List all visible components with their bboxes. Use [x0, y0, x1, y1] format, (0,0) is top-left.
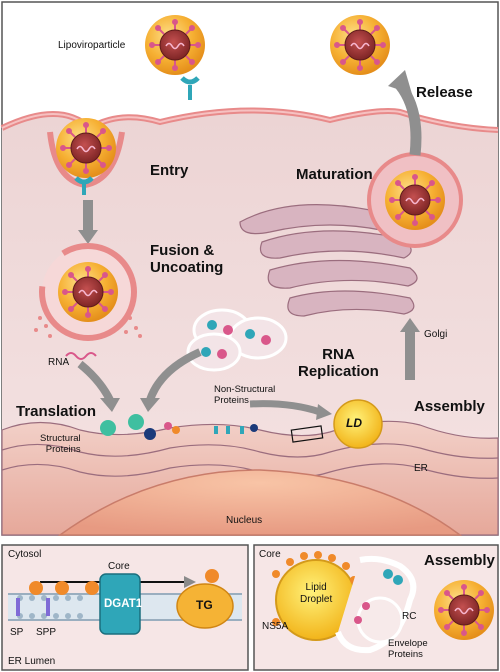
label-non-structural-proteins: Non-Structural Proteins: [214, 384, 276, 406]
lipoviroparticle-virion: [144, 14, 206, 76]
bottom-right-panel: [253, 544, 499, 671]
uncoating-virion: [57, 261, 119, 323]
label-er-lumen: ER Lumen: [8, 656, 56, 667]
label-lipid-droplet: Lipid Droplet: [300, 582, 333, 605]
label-structural-proteins: Structural Proteins: [40, 433, 81, 455]
label-fusion-uncoating: Fusion & Uncoating: [150, 242, 224, 276]
label-cytosol: Cytosol: [8, 549, 42, 560]
entry-receptor: [74, 176, 94, 195]
label-golgi: Golgi: [424, 329, 448, 340]
rc-proteins: [354, 569, 403, 624]
label-er: ER: [414, 463, 428, 474]
label-envelope-proteins: Envelope Proteins: [388, 638, 428, 660]
replication-complexes: [186, 308, 288, 372]
arrow-rna-translation: [77, 360, 114, 402]
nucleus: [57, 469, 463, 536]
arrow-replication-translation: [146, 348, 202, 402]
core-protein: [29, 581, 43, 595]
spp-marker: [46, 598, 50, 616]
label-dgat1: DGAT1: [104, 598, 143, 610]
released-dots: [34, 316, 142, 338]
label-lipoviroparticle: Lipoviroparticle: [58, 40, 126, 51]
label-rc: RC: [402, 611, 417, 622]
label-core-br: Core: [259, 549, 281, 560]
label-maturation: Maturation: [296, 166, 373, 183]
tg-droplet: [176, 583, 234, 629]
label-rna-replication: RNA Replication: [298, 346, 379, 380]
label-entry: Entry: [150, 162, 189, 179]
ribosomes: [100, 414, 258, 440]
maturation-virion: [384, 169, 446, 231]
label-ns5a: NS5A: [262, 621, 289, 632]
assembled-virion: [433, 579, 495, 641]
label-rna: RNA: [48, 357, 70, 368]
label-spp: SPP: [36, 627, 57, 638]
entry-virion: [55, 117, 117, 179]
lipid-droplet: [333, 399, 383, 449]
label-ld: LD: [346, 416, 362, 430]
label-release: Release: [416, 84, 473, 101]
label-nucleus: Nucleus: [226, 515, 263, 526]
top-panel: [0, 1, 499, 536]
receptor: [180, 76, 200, 100]
label-tg: TG: [196, 598, 213, 612]
bottom-left-panel: [1, 544, 249, 671]
label-assembly-inset: Assembly: [424, 552, 495, 569]
arrow-nsp: [249, 400, 322, 416]
rna-strand: [65, 352, 97, 360]
released-virion: [329, 14, 391, 76]
sp-marker: [16, 598, 20, 616]
label-core-bl: Core: [108, 561, 130, 572]
label-assembly: Assembly: [414, 398, 485, 415]
inset-marker: [290, 425, 324, 443]
dgat1-enzyme: [99, 573, 141, 635]
golgi: [239, 204, 418, 317]
label-translation: Translation: [16, 403, 97, 420]
label-sp: SP: [10, 627, 24, 638]
